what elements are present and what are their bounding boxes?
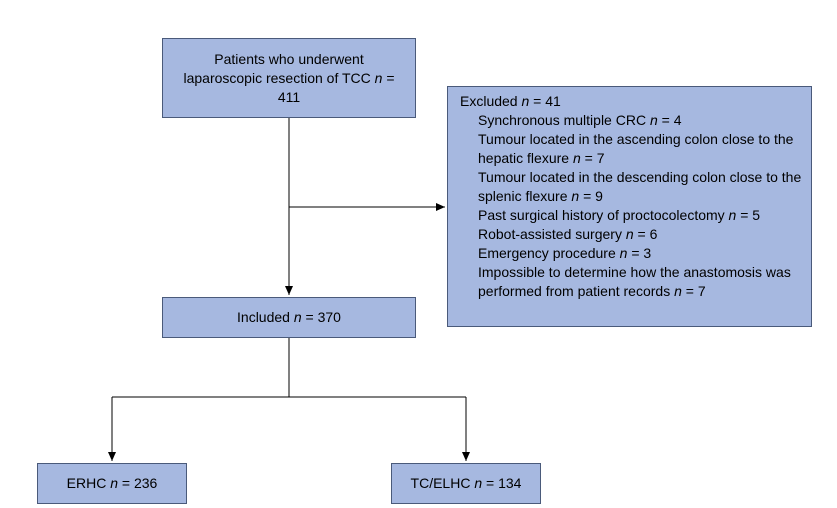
included-n-value: = 370 (305, 309, 341, 325)
excluded-item: Robot-assisted surgery n = 6 (478, 226, 658, 242)
patients-text: Patients who underwent laparoscopic rese… (183, 50, 371, 86)
erhc-box: ERHC n = 236 (37, 463, 187, 504)
excluded-item: Tumour located in the ascending colon cl… (478, 131, 794, 166)
included-box: Included n = 370 (162, 297, 416, 338)
excluded-item: Synchronous multiple CRC n = 4 (478, 112, 682, 128)
excluded-item: Impossible to determine how the anastomo… (478, 264, 791, 299)
excluded-title: Excluded n = 41 (460, 93, 561, 109)
patients-n-label: n (374, 69, 383, 86)
tcelhc-text: TC/ELHC (410, 475, 471, 491)
patients-n-value: = 411 (277, 69, 395, 105)
tcelhc-n-value: = 134 (486, 475, 522, 491)
excluded-item: Tumour located in the descending colon c… (478, 169, 802, 204)
included-n-label: n (293, 309, 302, 325)
erhc-n-label: n (110, 475, 119, 491)
erhc-text: ERHC (66, 475, 107, 491)
tcelhc-box: TC/ELHC n = 134 (391, 463, 541, 504)
erhc-n-value: = 236 (121, 475, 158, 491)
excluded-box: Excluded n = 41 Synchronous multiple CRC… (447, 86, 812, 327)
included-text: Included (237, 309, 290, 325)
tcelhc-n-label: n (474, 475, 483, 491)
patients-box: Patients who underwent laparoscopic rese… (162, 38, 416, 118)
excluded-item: Past surgical history of proctocolectomy… (478, 207, 761, 223)
excluded-item: Emergency procedure n = 3 (478, 245, 652, 261)
